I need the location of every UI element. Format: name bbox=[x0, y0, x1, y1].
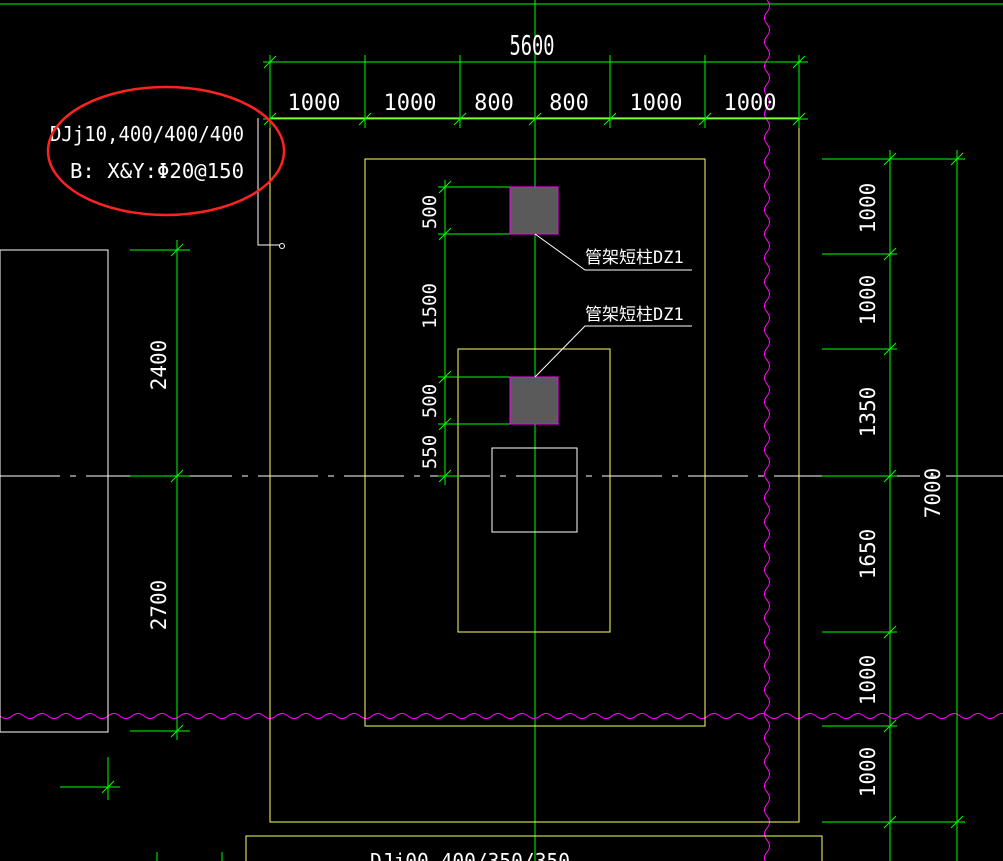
dimension-mark bbox=[883, 719, 897, 733]
label-leader-end bbox=[279, 243, 285, 249]
dimension-mark bbox=[453, 112, 467, 126]
pier-leader-upper bbox=[534, 233, 692, 271]
inner-dim-text-1: 500 bbox=[419, 195, 441, 229]
right-dim-text-2: 1000 bbox=[856, 275, 880, 326]
dimension-mark bbox=[883, 247, 897, 261]
right-dim-text-1: 1000 bbox=[856, 183, 880, 234]
dimension-mark bbox=[263, 55, 277, 69]
pier-leaders bbox=[534, 233, 692, 378]
foundation-label-line2: B: X&Y:Φ20@150 bbox=[70, 159, 244, 183]
bottom-adjacent-foundation-outline bbox=[245, 835, 823, 861]
left-dim-text-1: 2400 bbox=[147, 340, 171, 391]
dimension-mark bbox=[883, 469, 897, 483]
dimension-mark bbox=[792, 112, 806, 126]
pier-dz1-upper bbox=[509, 186, 559, 235]
top-dim-text-1: 1000 bbox=[288, 91, 341, 116]
left-dimension-chain bbox=[60, 240, 223, 861]
left-dim-text-2: 2700 bbox=[147, 580, 171, 631]
inner-dim-text-4: 550 bbox=[419, 435, 441, 469]
right-dimension-texts: 1000 1000 1350 1650 1000 1000 7000 bbox=[856, 183, 945, 798]
dimension-mark bbox=[950, 815, 964, 829]
dimension-mark bbox=[603, 112, 617, 126]
top-dim-text-4: 800 bbox=[549, 91, 589, 116]
inner-dim-text-3: 500 bbox=[419, 384, 441, 418]
top-dim-text-5: 1000 bbox=[630, 91, 683, 116]
foundation-label[interactable]: DJj10,400/400/400 B: X&Y:Φ20@150 bbox=[50, 122, 244, 183]
right-dimension-chain bbox=[822, 150, 965, 861]
bottom-label-text: DJj00,400/350/350 bbox=[370, 849, 570, 861]
right-dim-text-3: 1350 bbox=[856, 387, 880, 438]
top-dimension-chain bbox=[263, 55, 808, 128]
dimension-mark bbox=[792, 55, 806, 69]
pier-leader-lower bbox=[534, 325, 692, 378]
foundation-inner-step-outline bbox=[457, 348, 611, 633]
highlight-circle bbox=[46, 85, 286, 217]
dimension-mark bbox=[883, 342, 897, 356]
right-dim-text-6: 1000 bbox=[856, 747, 880, 798]
vertical-break-line bbox=[764, 0, 770, 861]
pier-label-upper: 管架短柱DZ1 bbox=[585, 248, 684, 268]
dimension-mark bbox=[950, 152, 964, 166]
inner-dimension-texts: 500 1500 500 550 bbox=[419, 195, 441, 469]
dimension-mark bbox=[883, 625, 897, 639]
piers bbox=[509, 186, 559, 425]
inner-dimension-chain bbox=[438, 180, 510, 485]
dimension-mark bbox=[528, 112, 542, 126]
foundation-label-line1: DJj10,400/400/400 bbox=[50, 122, 244, 146]
pier-dz1-lower bbox=[509, 376, 559, 425]
bottom-partial-label: DJj00,400/350/350 bbox=[370, 849, 570, 861]
right-total-dim-text: 7000 bbox=[921, 468, 945, 519]
pier-labels: 管架短柱DZ1 管架短柱DZ1 bbox=[585, 248, 684, 325]
foundation-outlines bbox=[0, 117, 823, 861]
dimension-mark bbox=[358, 112, 372, 126]
top-dim-text-2: 1000 bbox=[384, 91, 437, 116]
top-total-dim-text: 5600 bbox=[509, 31, 554, 61]
inner-dim-text-2: 1500 bbox=[419, 283, 441, 329]
top-dimension-texts: 5600 1000 1000 800 800 1000 1000 bbox=[288, 31, 777, 116]
horizontal-break-line bbox=[0, 713, 1003, 719]
dimension-mark bbox=[698, 112, 712, 126]
left-adjacent-foundation-outline bbox=[0, 249, 109, 733]
column-outline bbox=[491, 447, 578, 533]
right-dim-text-4: 1650 bbox=[856, 529, 880, 580]
left-dimension-texts: 2400 2700 bbox=[147, 340, 171, 631]
pier-label-lower: 管架短柱DZ1 bbox=[585, 305, 684, 325]
foundation-middle-outline bbox=[364, 158, 706, 727]
label-leader-line bbox=[257, 118, 280, 246]
right-dim-text-5: 1000 bbox=[856, 655, 880, 706]
top-dim-text-6: 1000 bbox=[724, 91, 777, 116]
top-dim-text-3: 800 bbox=[474, 91, 514, 116]
